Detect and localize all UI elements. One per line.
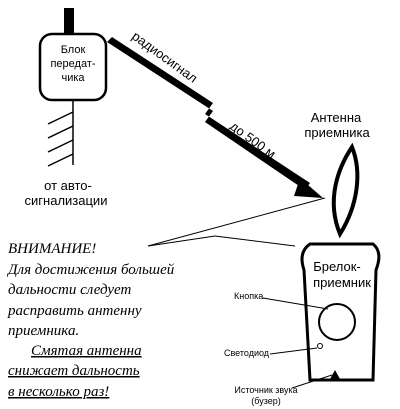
button-label: Кнопка [234,291,263,301]
antenna-label-2: приемника [304,125,370,140]
led-label: Светодиод [224,348,270,358]
alarm-wires [47,100,74,167]
alarm-label-2: сигнализации [25,193,108,208]
receiver-button [318,303,356,341]
alarm-label-1: от авто- [44,178,92,193]
antenna-label-1: Антенна [311,110,362,125]
receiver-title-1: Брелок- [313,259,361,274]
warning-line-1: Для достижения большей [6,262,175,278]
warning-line-5: Смятая антенна [31,343,142,359]
warning-heading: ВНИМАНИЕ! [8,241,96,257]
warning-block: ВНИМАНИЕ! Для достижения большей дальнос… [6,241,175,400]
buzzer-label-2: (бузер) [251,396,281,406]
receiver-led [317,343,323,349]
transmitter-label-1: Блок [61,44,86,56]
transmitter-label-2: передат- [50,58,95,70]
transmitter-antenna [64,8,74,38]
receiver-buzzer [330,370,340,379]
receiver-antenna [331,142,360,239]
warning-line-3: расправить антенну [7,303,142,319]
warning-line-6: снижает дальность [8,363,140,379]
led-pointer [269,347,318,355]
buzzer-pointer [291,374,333,389]
warning-line-7: в несколько раз! [8,384,109,400]
pointer-lines [147,197,326,247]
button-pointer [262,297,329,310]
receiver-title-2: приемник [313,275,371,290]
buzzer-label-1: Источник звука [234,385,297,395]
radio-signal-bolt [107,37,323,198]
warning-line-4: приемника. [8,323,79,339]
transmitter-label-3: чика [61,72,85,84]
warning-line-2: дальности следует [8,282,132,298]
